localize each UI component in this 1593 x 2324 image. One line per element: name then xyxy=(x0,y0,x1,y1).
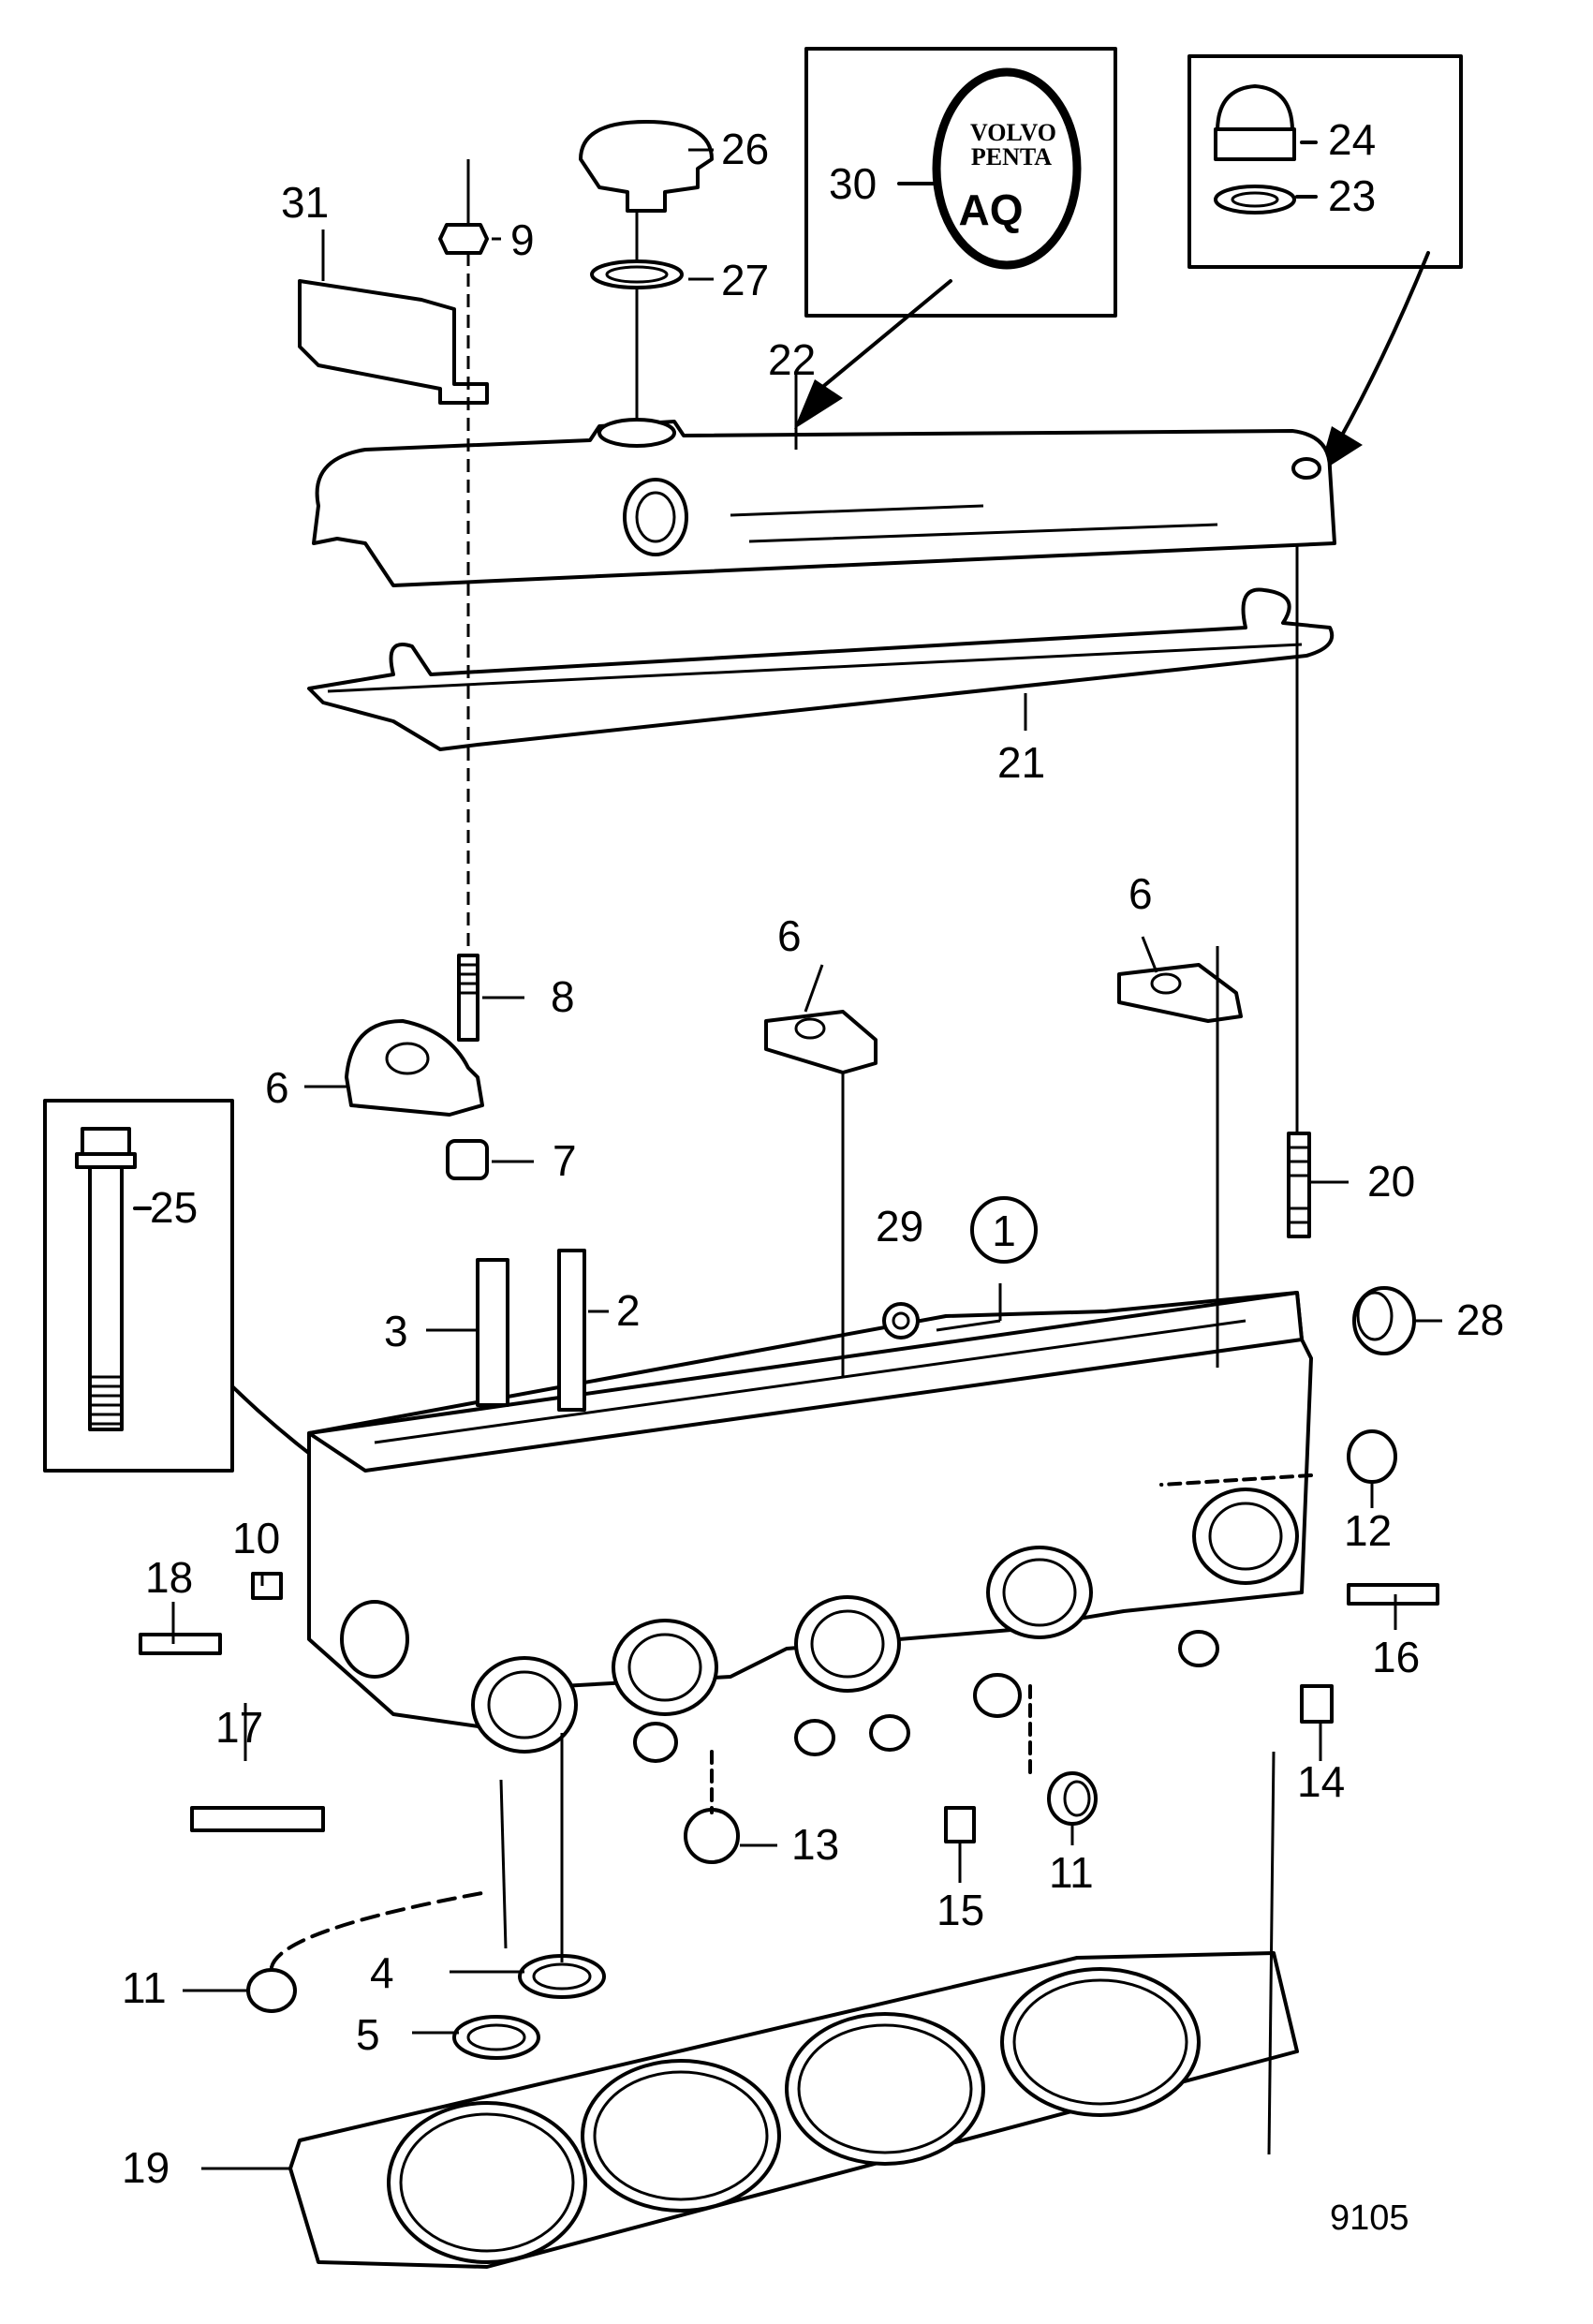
callout-26: 26 xyxy=(721,125,769,173)
callout-21: 21 xyxy=(997,738,1045,787)
plug-11-right xyxy=(1047,1771,1098,1826)
bushing-7 xyxy=(446,1139,489,1180)
callout-16: 16 xyxy=(1372,1633,1420,1681)
nut-9 xyxy=(438,223,489,255)
figure-code: 9105 xyxy=(1330,2198,1409,2238)
callout-10: 10 xyxy=(232,1514,280,1562)
plug-11-left xyxy=(246,1968,297,2013)
dowel-2 xyxy=(557,1249,586,1412)
callout-6-middle: 6 xyxy=(777,911,802,960)
plug-13 xyxy=(684,1808,740,1864)
stud-20 xyxy=(1287,1132,1311,1238)
callout-25: 25 xyxy=(150,1183,198,1232)
callout-30: 30 xyxy=(829,159,877,208)
ring-5 xyxy=(452,2015,540,2060)
callout-19: 19 xyxy=(122,2143,170,2192)
callout-28: 28 xyxy=(1456,1295,1504,1344)
callout-6-left: 6 xyxy=(265,1063,289,1112)
guide-lines xyxy=(270,159,1313,2155)
dowel-3 xyxy=(476,1258,509,1407)
callout-31: 31 xyxy=(281,178,329,227)
callout-23: 23 xyxy=(1328,171,1376,220)
cam-cap-left xyxy=(345,1019,484,1117)
oil-cap xyxy=(579,120,714,422)
plug-14 xyxy=(1300,1684,1334,1724)
callout-5: 5 xyxy=(356,2010,380,2059)
callout-labels: 1 2 3 4 5 6 6 6 7 8 9 10 11 11 12 13 14 … xyxy=(122,115,1504,2192)
cam-cap-middle xyxy=(764,1010,878,1074)
badge-model: AQ xyxy=(959,185,1024,234)
head-gasket xyxy=(288,1951,1299,2269)
valve-cover-gasket xyxy=(307,587,1335,751)
callout-20: 20 xyxy=(1367,1157,1415,1206)
screw-10 xyxy=(251,1572,283,1600)
callout-6-right: 6 xyxy=(1128,869,1153,918)
callout-8: 8 xyxy=(551,972,575,1021)
callout-24: 24 xyxy=(1328,115,1376,164)
badge-brand-line1: VOLVO xyxy=(970,119,1056,146)
badge-brand-line2: PENTA xyxy=(971,143,1052,170)
callout-7: 7 xyxy=(553,1136,577,1185)
stud-8 xyxy=(457,954,479,1042)
callout-27: 27 xyxy=(721,256,769,304)
seal-28 xyxy=(1352,1286,1416,1355)
plug-29 xyxy=(882,1302,920,1340)
callout-29: 29 xyxy=(876,1202,923,1251)
plug-29-center xyxy=(892,1311,910,1330)
callout-1: 1 xyxy=(992,1206,1016,1255)
cam-cap-right xyxy=(1117,963,1243,1023)
callout-17: 17 xyxy=(215,1703,263,1752)
callout-22: 22 xyxy=(768,335,816,384)
callout-2: 2 xyxy=(616,1286,641,1335)
badge-inset: VOLVO PENTA AQ xyxy=(794,47,1117,429)
stud-16 xyxy=(1347,1583,1439,1606)
plug-12 xyxy=(1347,1429,1397,1484)
stud-17 xyxy=(190,1806,325,1832)
callout-18: 18 xyxy=(145,1553,193,1602)
cylinder-head xyxy=(307,1291,1313,1763)
callout-15: 15 xyxy=(937,1886,984,1934)
plug-15 xyxy=(944,1806,976,1843)
bracket xyxy=(298,279,489,405)
callout-3: 3 xyxy=(384,1307,408,1355)
valve-cover xyxy=(312,418,1336,587)
stud-18 xyxy=(139,1633,222,1655)
callout-14: 14 xyxy=(1297,1757,1345,1806)
callout-9: 9 xyxy=(510,215,535,264)
callout-11-left: 11 xyxy=(122,1963,167,2012)
callout-4: 4 xyxy=(370,1948,394,1997)
callout-13: 13 xyxy=(791,1820,839,1869)
nut-washer-inset xyxy=(1187,54,1463,473)
leader-lines xyxy=(171,148,1442,2170)
callout-11-right: 11 xyxy=(1049,1848,1094,1897)
callout-12: 12 xyxy=(1344,1506,1392,1555)
